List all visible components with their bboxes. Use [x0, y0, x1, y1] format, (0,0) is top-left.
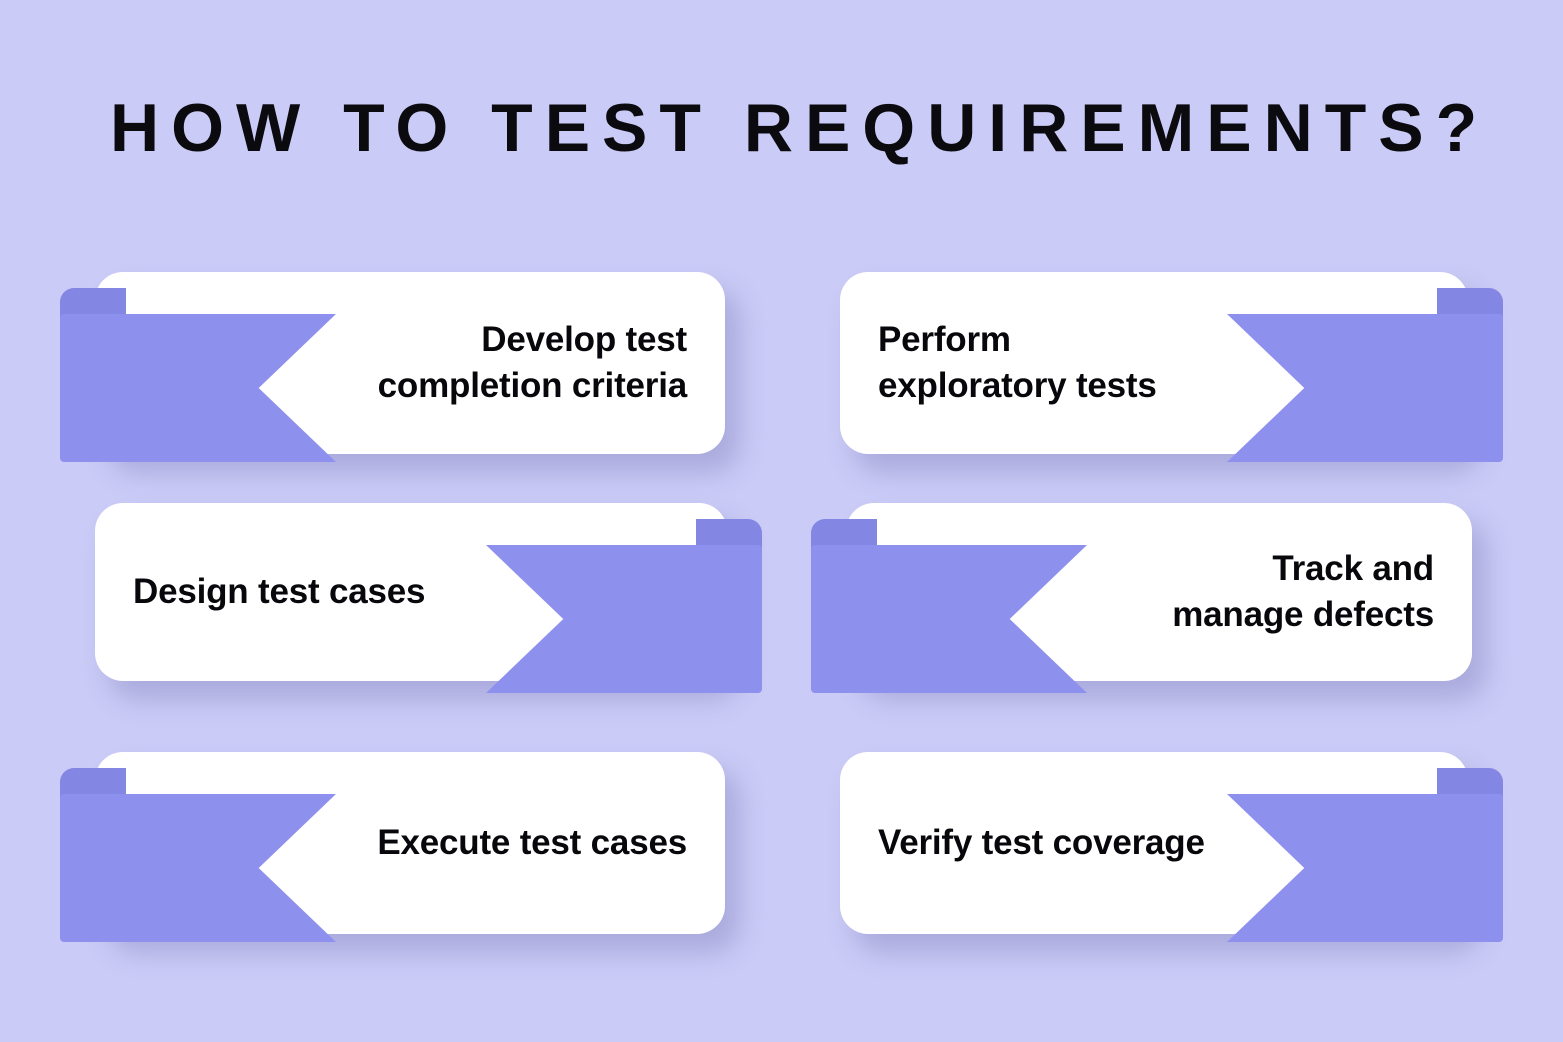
step-card-develop-test-completion-criteria[interactable]: Develop test completion criteria: [60, 272, 725, 462]
step-card-label: Track and manage defects: [1172, 549, 1434, 634]
step-card-label: Develop test completion criteria: [377, 320, 688, 405]
step-card-perform-exploratory-tests[interactable]: Perform exploratory tests: [840, 272, 1503, 462]
page-title: HOW TO TEST REQUIREMENTS?: [110, 90, 1490, 166]
step-card-label: Perform exploratory tests: [878, 320, 1157, 405]
step-card-label: Execute test cases: [377, 823, 687, 862]
step-card-label: Verify test coverage: [878, 823, 1205, 862]
step-card-verify-test-coverage[interactable]: Verify test coverage: [840, 752, 1503, 942]
step-card-execute-test-cases[interactable]: Execute test cases: [60, 752, 725, 942]
step-card-label: Design test cases: [133, 572, 426, 611]
step-card-design-test-cases[interactable]: Design test cases: [95, 503, 762, 693]
step-card-track-and-manage-defects[interactable]: Track and manage defects: [811, 503, 1472, 693]
